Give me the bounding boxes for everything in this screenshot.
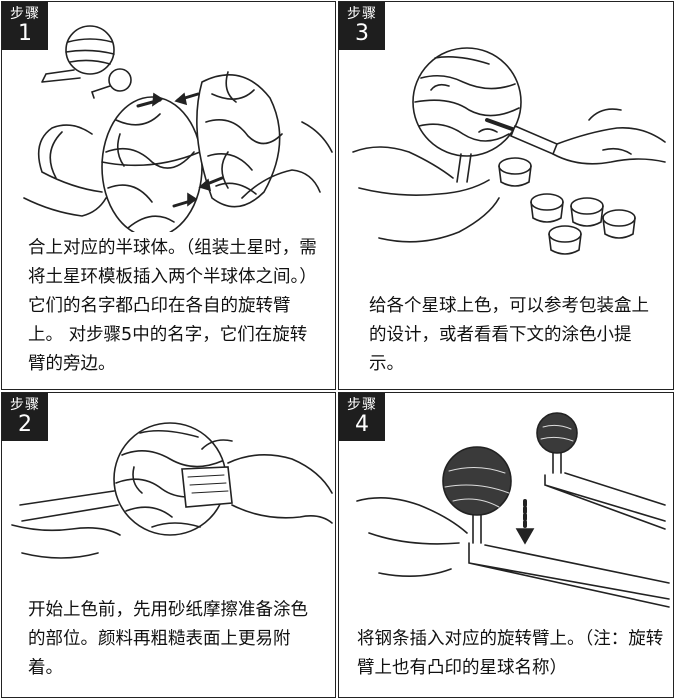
step-label: 步骤 (10, 397, 40, 413)
step-1-illustration (2, 2, 336, 232)
step-4-illustration (339, 393, 674, 618)
step-1-panel: 步骤 1 合上对应的半球体。（组装土星时，需将土星环模板插入两个半球体之间。）它… (1, 1, 336, 390)
step-label: 步骤 (10, 6, 40, 22)
step-badge: 步骤 4 (339, 393, 385, 441)
step-4-panel: 步骤 4 将钢条插入对应的旋转臂上。（注：旋转臂上也有凸印的星球名称） (338, 392, 674, 698)
step-badge: 步骤 3 (339, 2, 385, 50)
step-2-panel: 步骤 2 开始上色前，先用砂纸摩擦准备涂色的部位。颜料再粗糙表面上更易附着。 (1, 392, 336, 698)
step-number: 1 (18, 21, 32, 46)
step-badge: 步骤 2 (2, 393, 48, 441)
step-3-instructions: 给各个星球上色，可以参考包装盒上的设计，或者看看下文的涂色小提示。 (369, 296, 649, 374)
step-3-panel: 步骤 3 给各个星球上色，可以参考包装盒上的设计，或者看看下文的涂色小提示。 (338, 1, 674, 390)
step-2-illustration (2, 393, 336, 593)
step-3-illustration (339, 2, 674, 282)
step-2-instructions: 开始上色前，先用砂纸摩擦准备涂色的部位。颜料再粗糙表面上更易附着。 (28, 600, 308, 678)
step-number: 3 (355, 21, 369, 46)
step-badge: 步骤 1 (2, 2, 48, 50)
step-1-instructions: 合上对应的半球体。（组装土星时，需将土星环模板插入两个半球体之间。）它们的名字都… (28, 238, 317, 374)
step-label: 步骤 (347, 6, 377, 22)
step-number: 2 (18, 412, 32, 437)
step-4-instructions: 将钢条插入对应的旋转臂上。（注：旋转臂上也有凸印的星球名称） (357, 629, 664, 678)
step-number: 4 (355, 412, 369, 437)
step-label: 步骤 (347, 397, 377, 413)
